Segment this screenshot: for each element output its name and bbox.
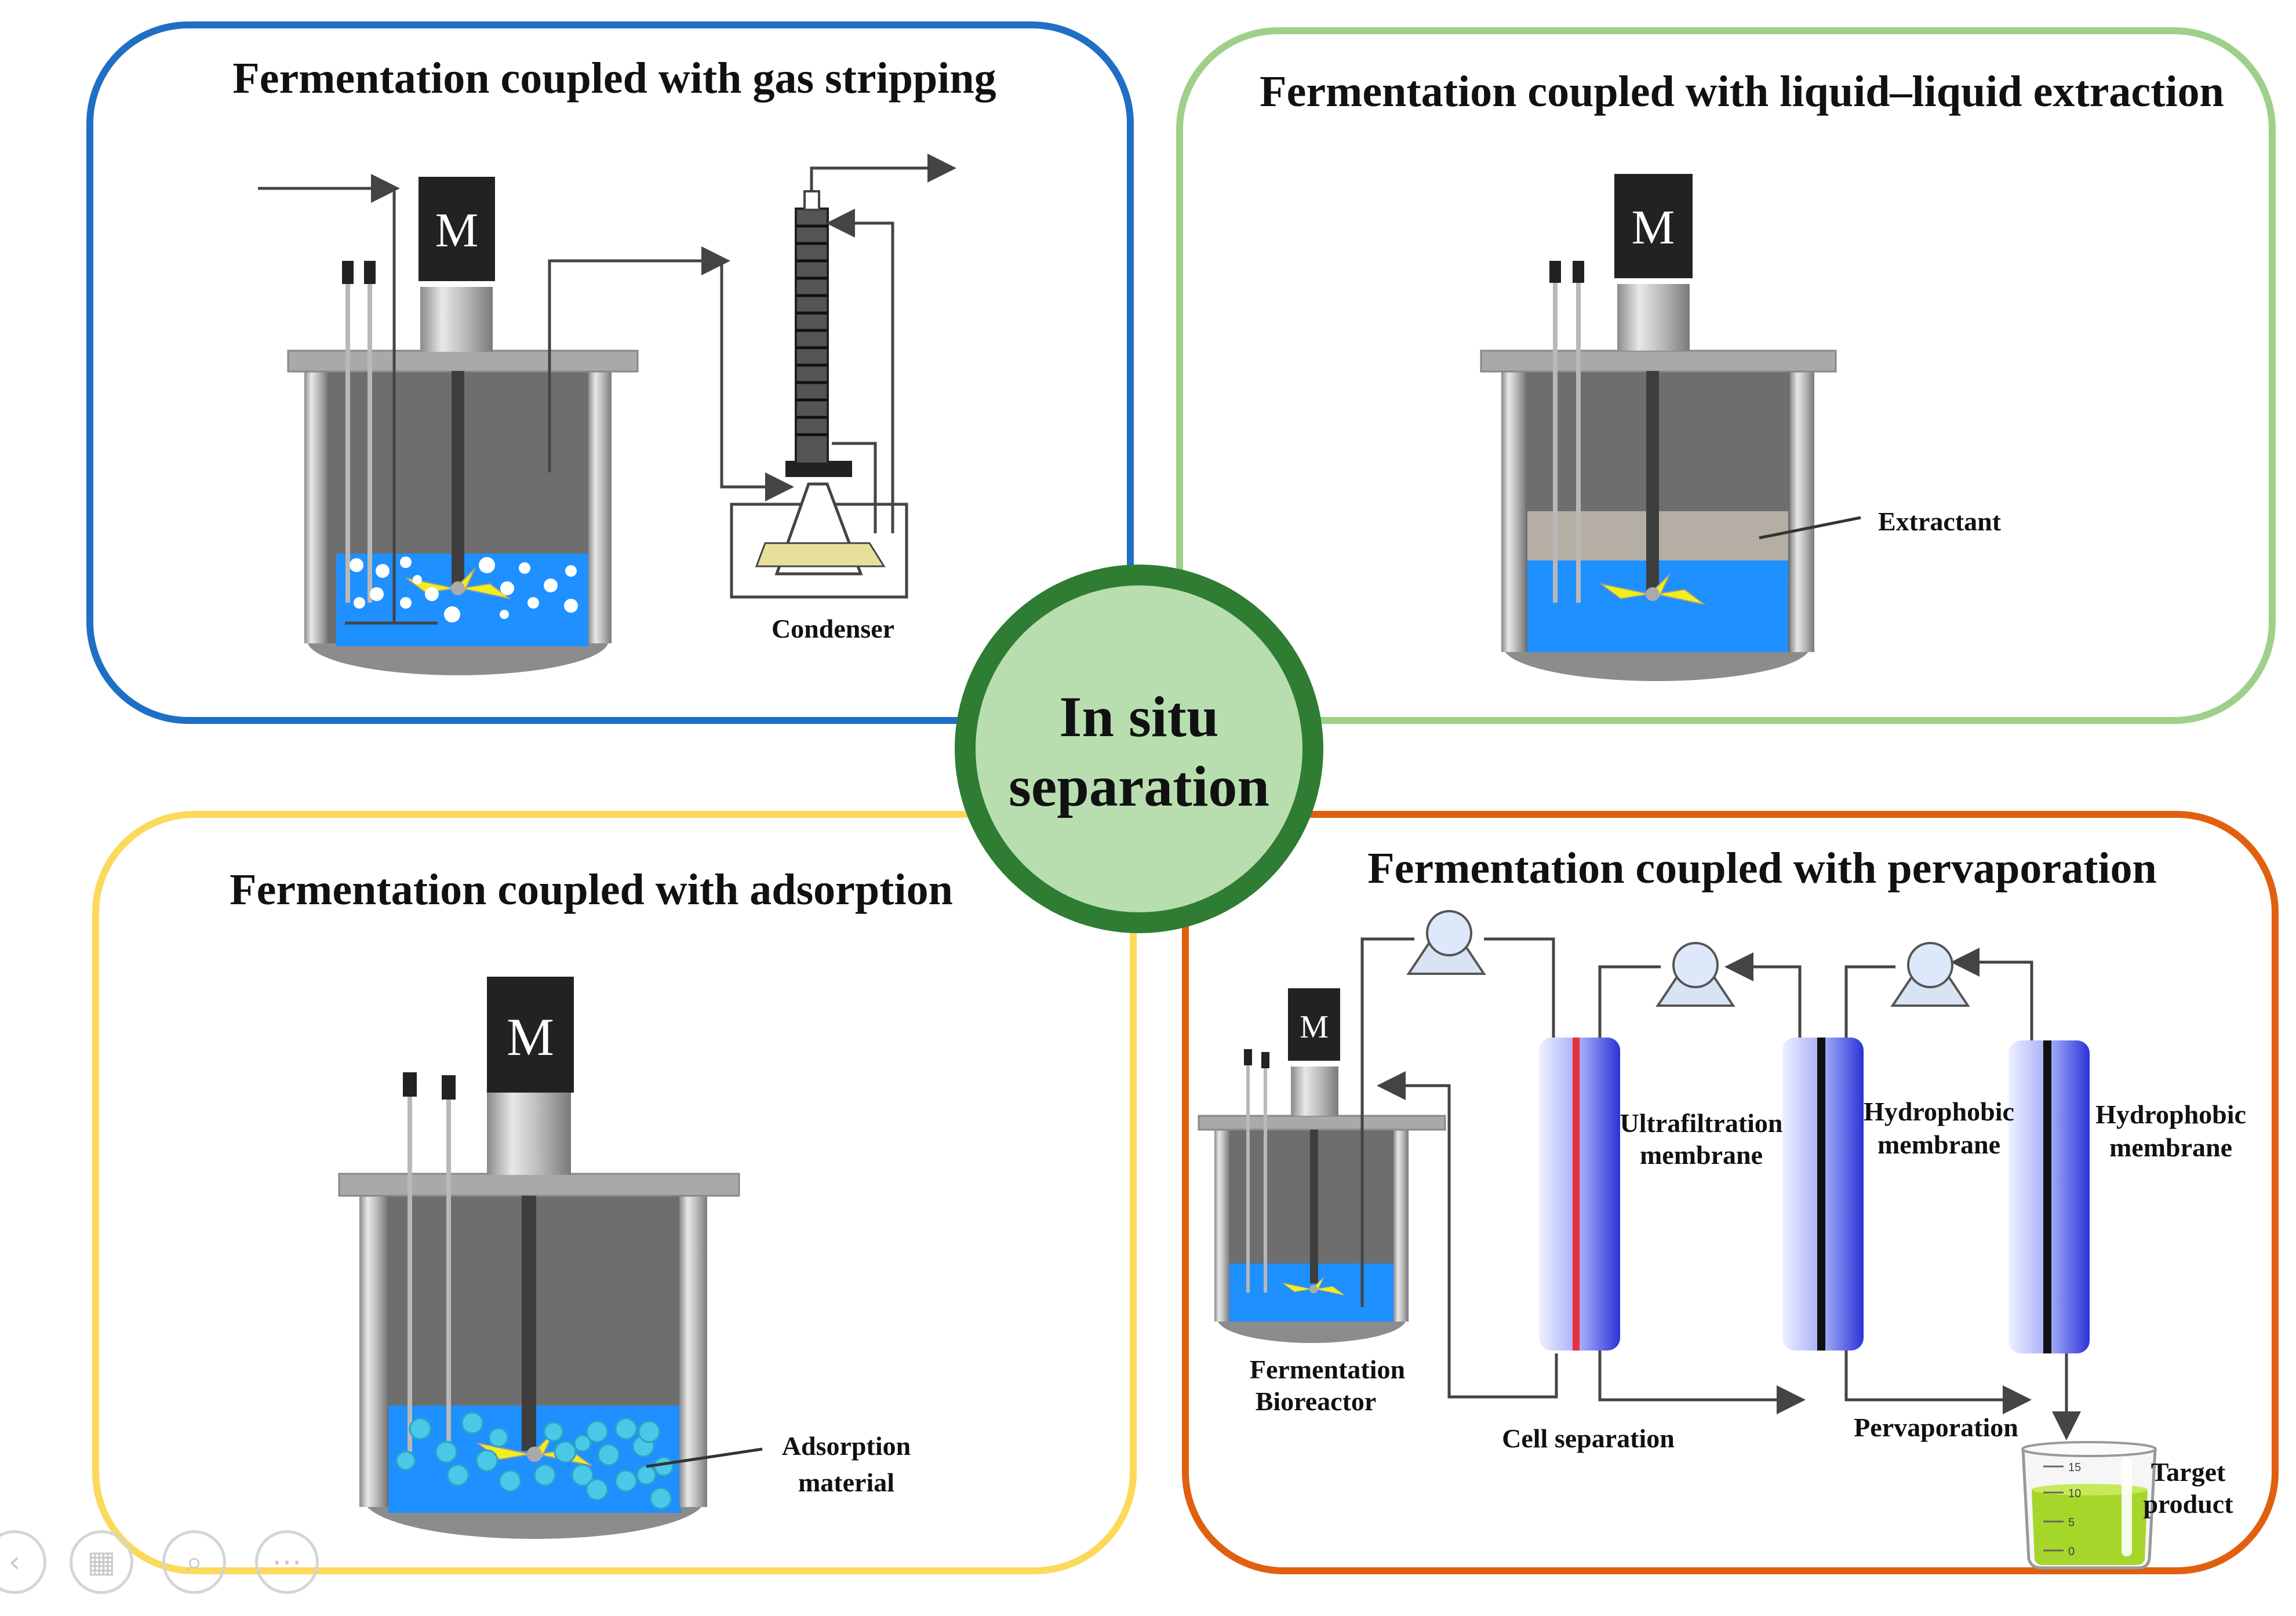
motor (1288, 988, 1340, 1061)
pervaporation-system: M Fermentation Bioreactor (1198, 910, 2246, 1570)
extractant-label: Extractant (1878, 507, 2002, 536)
extraction-panel (1176, 27, 2276, 724)
target-product-label: product (2143, 1489, 2233, 1519)
more-icon[interactable]: ⋯ (255, 1530, 319, 1594)
gas-bubbles (350, 556, 578, 623)
zoom-icon[interactable]: ⌕ (162, 1530, 226, 1594)
hydrophobic-label-1: Hydrophobic (1864, 1097, 2014, 1126)
pervaporation-title: Fermentation coupled with pervaporation (1367, 844, 2157, 893)
motor-label: M (1632, 201, 1675, 254)
adsorption-material-label: material (798, 1468, 894, 1497)
prev-icon[interactable]: ‹ (0, 1530, 46, 1594)
adsorption-bioreactor: M Adsorption material (338, 977, 911, 1539)
beaker-tick: 15 (2068, 1461, 2081, 1474)
motor-label: M (1300, 1009, 1329, 1045)
motor (419, 177, 495, 281)
ultrafiltration-label: Ultrafiltration (1620, 1108, 1782, 1138)
motor-label: M (507, 1007, 554, 1067)
adsorption-panel (92, 811, 1137, 1574)
hydrophobic-label-2: Hydrophobic (2095, 1100, 2246, 1129)
adsorption-material-label: Adsorption (782, 1431, 911, 1461)
extraction-title: Fermentation coupled with liquid–liquid … (1260, 67, 2224, 116)
beaker-tick: 0 (2068, 1545, 2075, 1558)
adsorbent-particles (395, 1411, 674, 1510)
gas-stripping-bioreactor: M (258, 174, 794, 675)
pump (1406, 910, 1486, 975)
motor (487, 977, 574, 1093)
motor (1614, 174, 1693, 278)
bioreactor-label: Bioreactor (1256, 1386, 1377, 1416)
condenser: Condenser (730, 154, 956, 643)
pump (1890, 942, 1970, 1007)
beaker-tick: 5 (2068, 1516, 2075, 1529)
ultrafiltration-label: membrane (1640, 1140, 1763, 1170)
bioreactor-label: Fermentation (1250, 1355, 1405, 1384)
beaker-tick: 10 (2068, 1487, 2081, 1500)
gas-stripping-panel (86, 21, 1134, 724)
center-title: separation (1009, 754, 1269, 818)
ultrafiltration-column (1539, 1038, 1620, 1351)
pervaporation-panel (1182, 811, 2279, 1574)
target-product-beaker: 15 10 5 0 (2021, 1441, 2157, 1570)
hydrophobic-column-2 (2008, 1040, 2090, 1353)
center-title: In situ (1059, 685, 1218, 749)
gas-stripping-title: Fermentation coupled with gas stripping (232, 54, 996, 103)
hydrophobic-label-1: membrane (1877, 1130, 2000, 1159)
pump (1655, 942, 1735, 1007)
pervaporation-label: Pervaporation (1854, 1413, 2018, 1442)
hydrophobic-column-1 (1782, 1038, 1864, 1351)
hydrophobic-label-2: membrane (2109, 1133, 2232, 1162)
target-product-label: Target (2151, 1457, 2226, 1487)
center-hub: In situ separation (955, 565, 1323, 933)
cell-separation-label: Cell separation (1502, 1424, 1675, 1453)
gallery-icon[interactable]: ▦ (70, 1530, 133, 1594)
extraction-bioreactor: M Extractant (1480, 174, 2002, 681)
adsorption-title: Fermentation coupled with adsorption (230, 865, 953, 914)
motor-label: M (435, 203, 479, 257)
condenser-label: Condenser (772, 614, 894, 643)
